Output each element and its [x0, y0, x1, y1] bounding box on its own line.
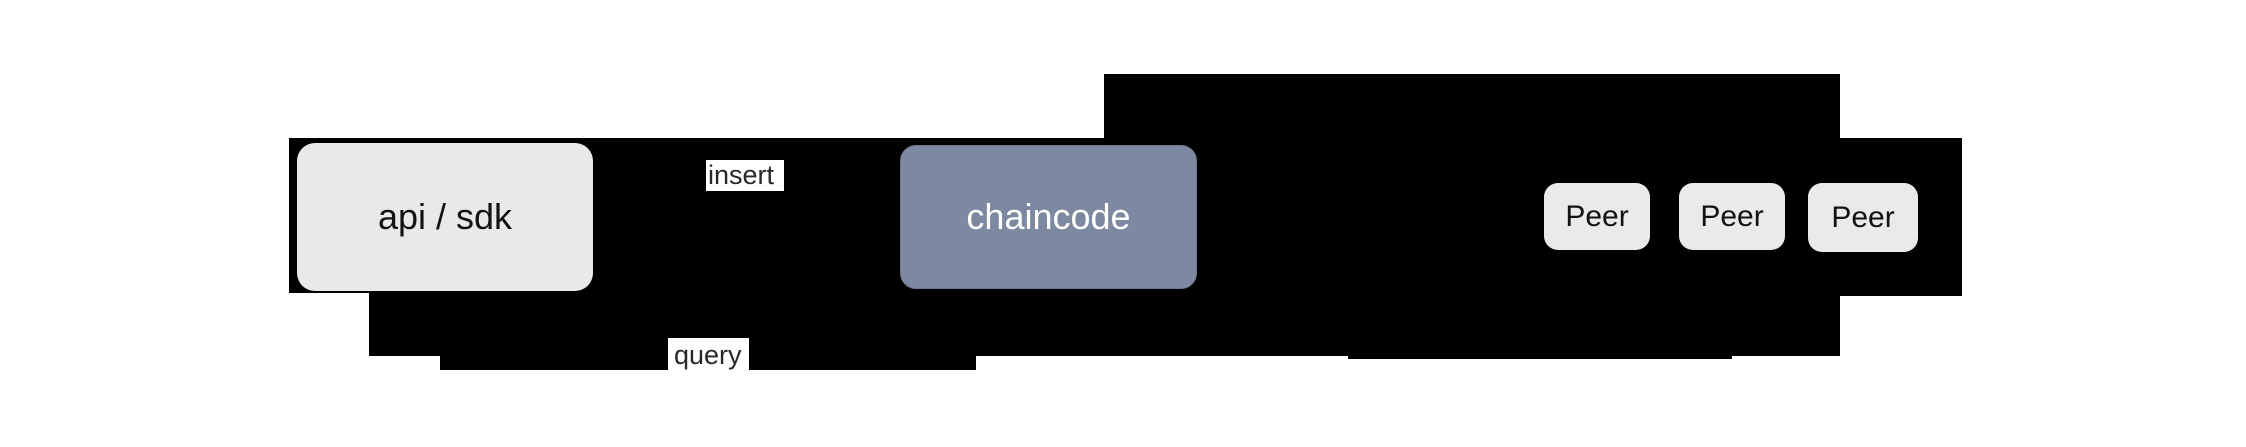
peer-node-3-label: Peer [1831, 200, 1895, 234]
query-edge-label: query [668, 338, 749, 373]
chaincode-node: chaincode [900, 145, 1197, 289]
chaincode-node-label: chaincode [966, 196, 1131, 237]
peer-node-1-label: Peer [1565, 199, 1629, 233]
insert-edge-label-text: insert [708, 160, 775, 190]
insert-edge-label: insert [706, 160, 784, 191]
peer-node-3: Peer [1808, 183, 1918, 252]
api-sdk-node-label: api / sdk [377, 196, 513, 237]
peer-node-2-label: Peer [1700, 199, 1764, 233]
api-sdk-node: api / sdk [297, 143, 593, 291]
query-edge-label-text: query [674, 340, 742, 370]
redaction-rect-middle [369, 293, 1840, 356]
peer-node-1: Peer [1544, 183, 1650, 250]
redaction-rect-top [1104, 74, 1840, 138]
redaction-rect-bottom-lip [1348, 356, 1732, 359]
peer-node-2: Peer [1679, 183, 1785, 250]
